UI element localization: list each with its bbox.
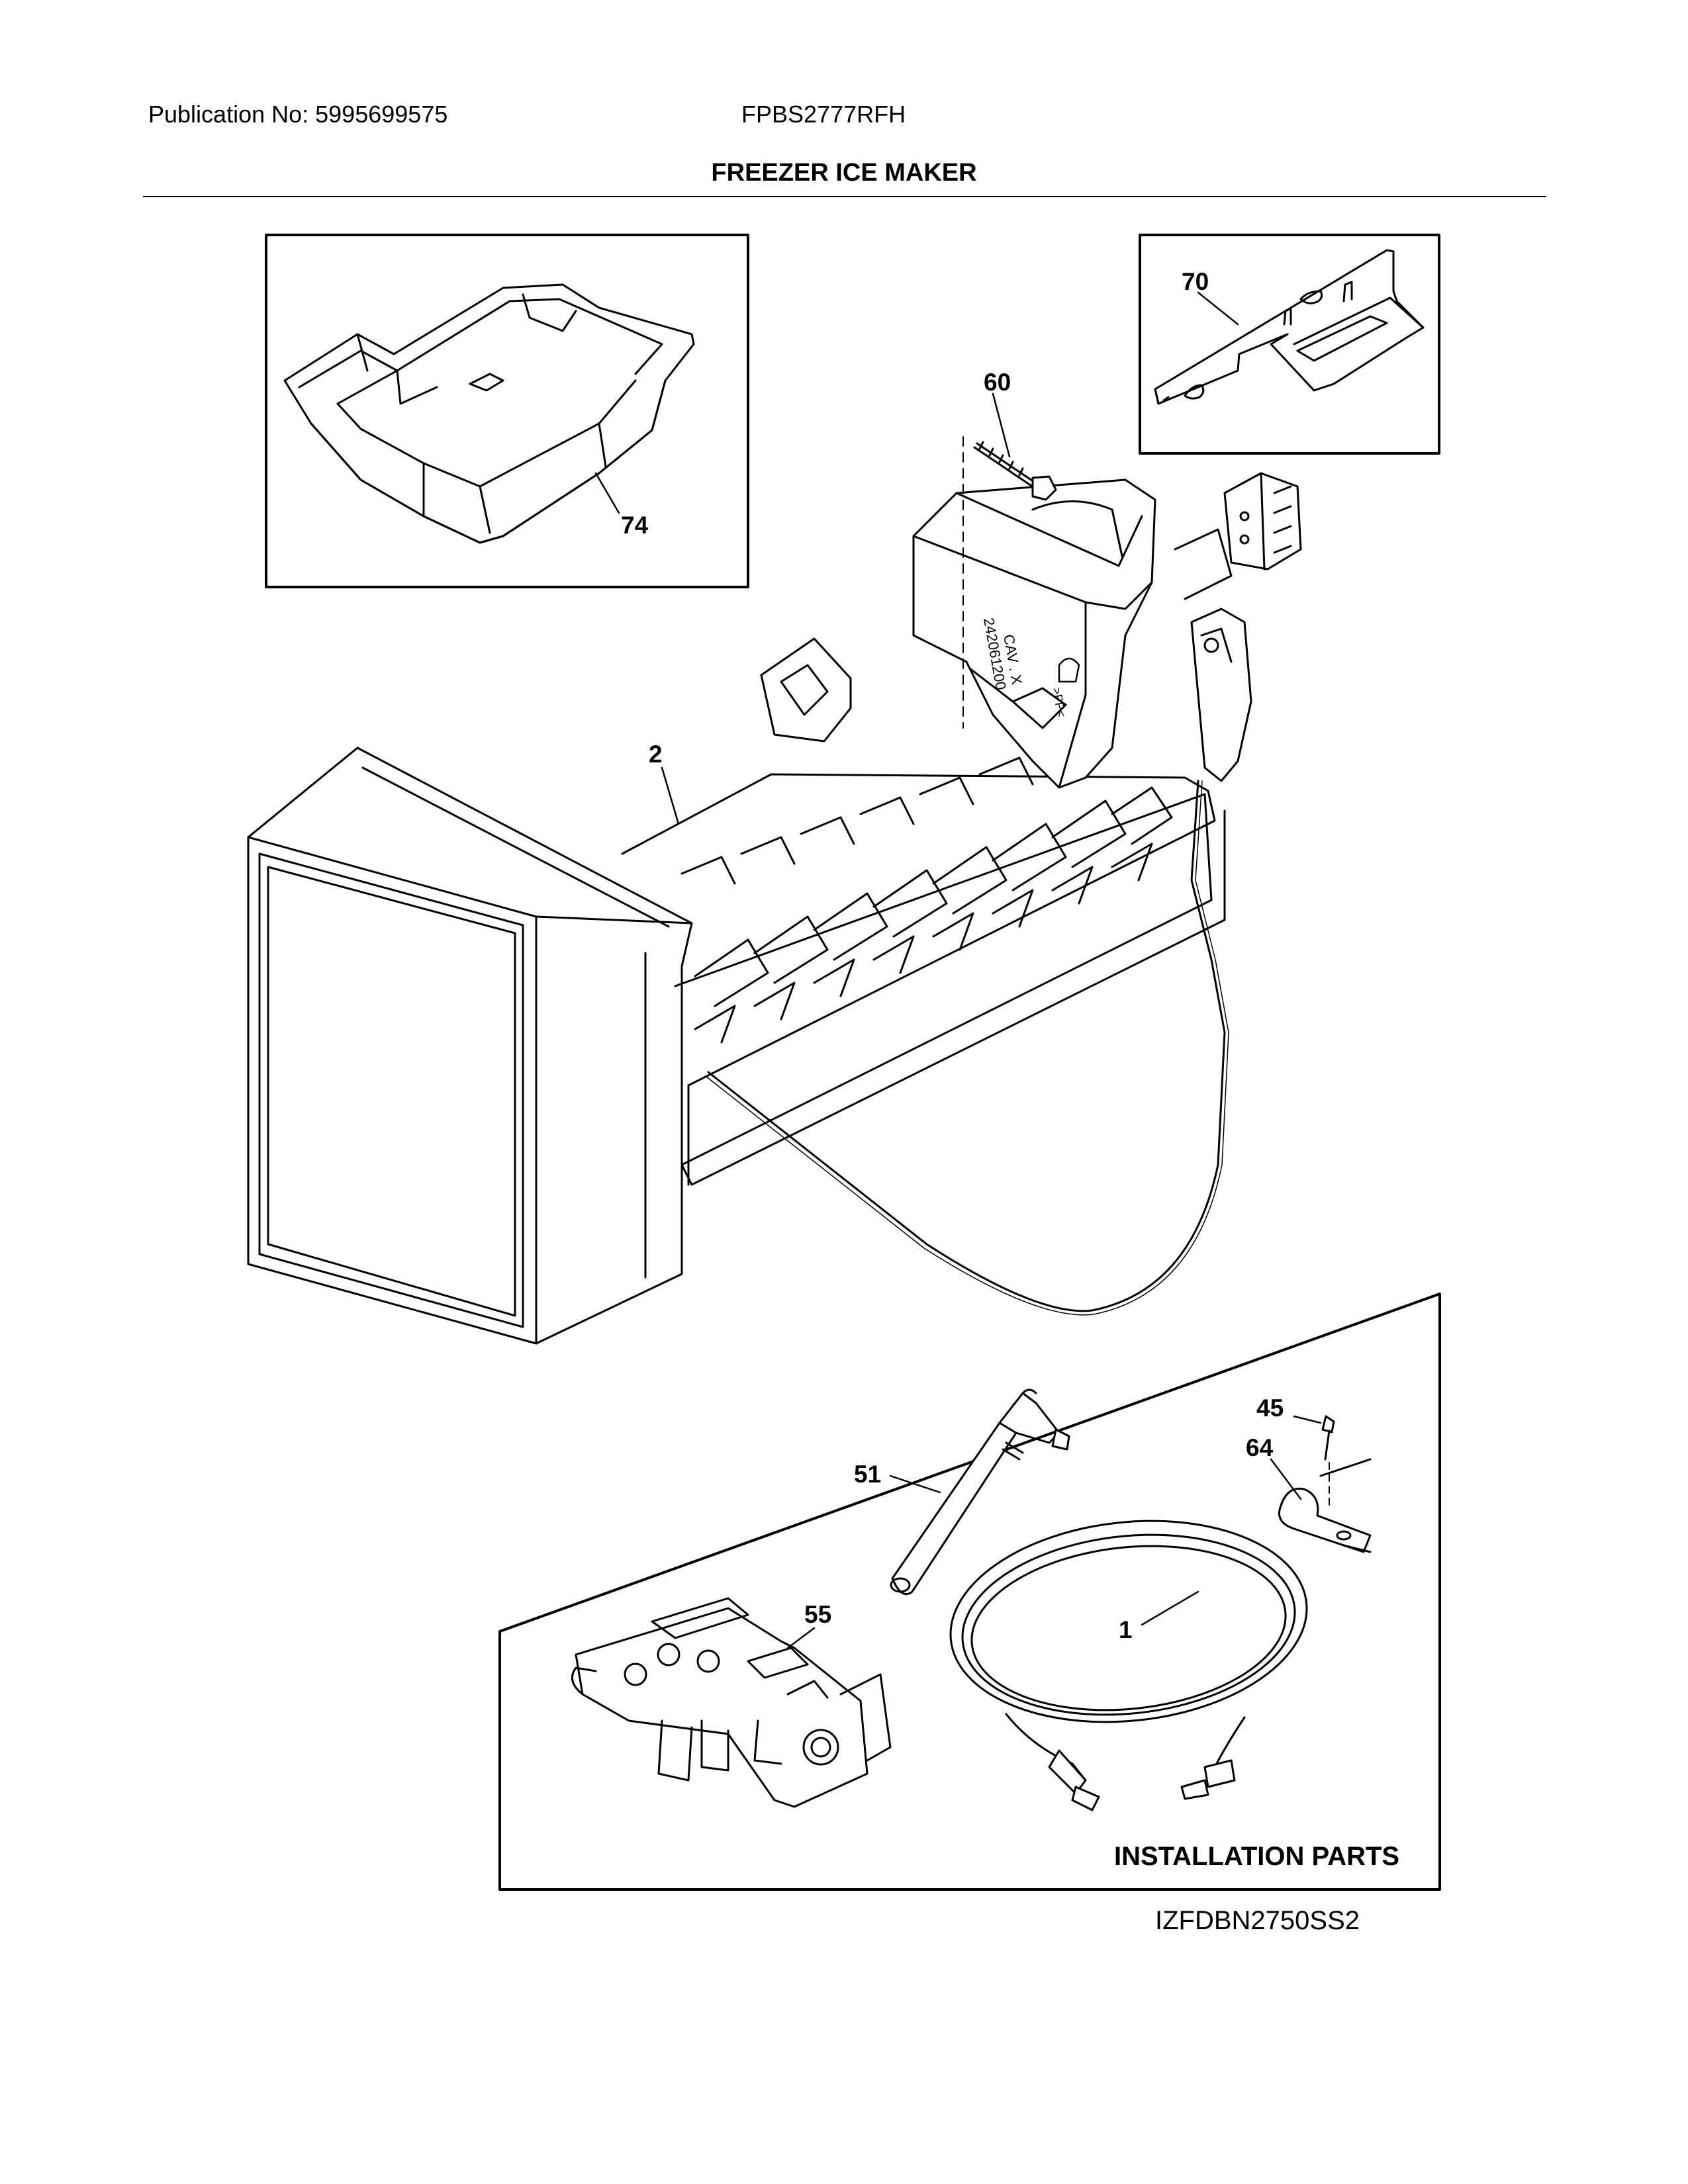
drawing-id: IZFDBN2750SS2 — [1155, 1906, 1360, 1935]
leader-51 — [889, 1475, 941, 1494]
model-number: FPBS2777RFH — [741, 101, 906, 128]
installation-parts-label: INSTALLATION PARTS — [1114, 1842, 1399, 1871]
thermostat-bracket — [1190, 608, 1252, 782]
screw-45 — [1321, 1415, 1335, 1510]
leader-2 — [661, 766, 680, 825]
leader-45 — [1293, 1415, 1322, 1424]
leader-1 — [1141, 1590, 1199, 1626]
fill-tube-51 — [890, 1388, 1070, 1596]
callout-45: 45 — [1256, 1394, 1284, 1422]
inset-frame-74 — [265, 234, 749, 588]
callout-70: 70 — [1182, 268, 1209, 295]
bracket-inset: 70 — [1139, 234, 1440, 455]
ice-mold — [621, 773, 1226, 1186]
callout-55: 55 — [804, 1601, 831, 1628]
wire-connector — [1174, 472, 1302, 600]
page-title: FREEZER ICE MAKER — [711, 159, 977, 187]
leader-74 — [594, 472, 620, 514]
title-rule — [143, 196, 1546, 197]
ice-bin — [283, 283, 695, 544]
callout-64: 64 — [1246, 1434, 1274, 1461]
installation-parts-box: 45 64 51 — [498, 1293, 1441, 1891]
fill-cup: 242061200 CAV . X >PP< — [912, 478, 1156, 789]
callout-60: 60 — [984, 369, 1011, 396]
leader-70 — [1197, 291, 1239, 326]
publication-number: Publication No: 5995699575 — [148, 101, 448, 128]
ejector-fingers — [680, 756, 1173, 1044]
callout-51: 51 — [854, 1461, 881, 1488]
callout-1: 1 — [1119, 1616, 1133, 1643]
leader-55 — [786, 1627, 816, 1649]
clamp-64 — [1278, 1458, 1372, 1553]
rear-mount-tab — [760, 637, 852, 743]
callout-2: 2 — [649, 741, 663, 768]
inset-frame-70 — [1139, 234, 1440, 455]
wiring-harness — [707, 780, 1226, 1312]
leader-60 — [992, 392, 1011, 458]
control-housing — [247, 747, 693, 1345]
install-frame — [498, 1293, 1441, 1891]
ice-maker-assembly: 242061200 CAV . X >PP< — [247, 369, 1302, 1345]
callout-74: 74 — [621, 512, 649, 539]
water-valve-55 — [571, 1597, 892, 1808]
leader-64 — [1270, 1458, 1302, 1500]
mounting-bracket — [1154, 249, 1425, 405]
ice-bin-inset: 74 — [265, 234, 749, 588]
water-line-1 — [949, 1520, 1308, 1811]
mounting-screw — [962, 436, 1057, 729]
